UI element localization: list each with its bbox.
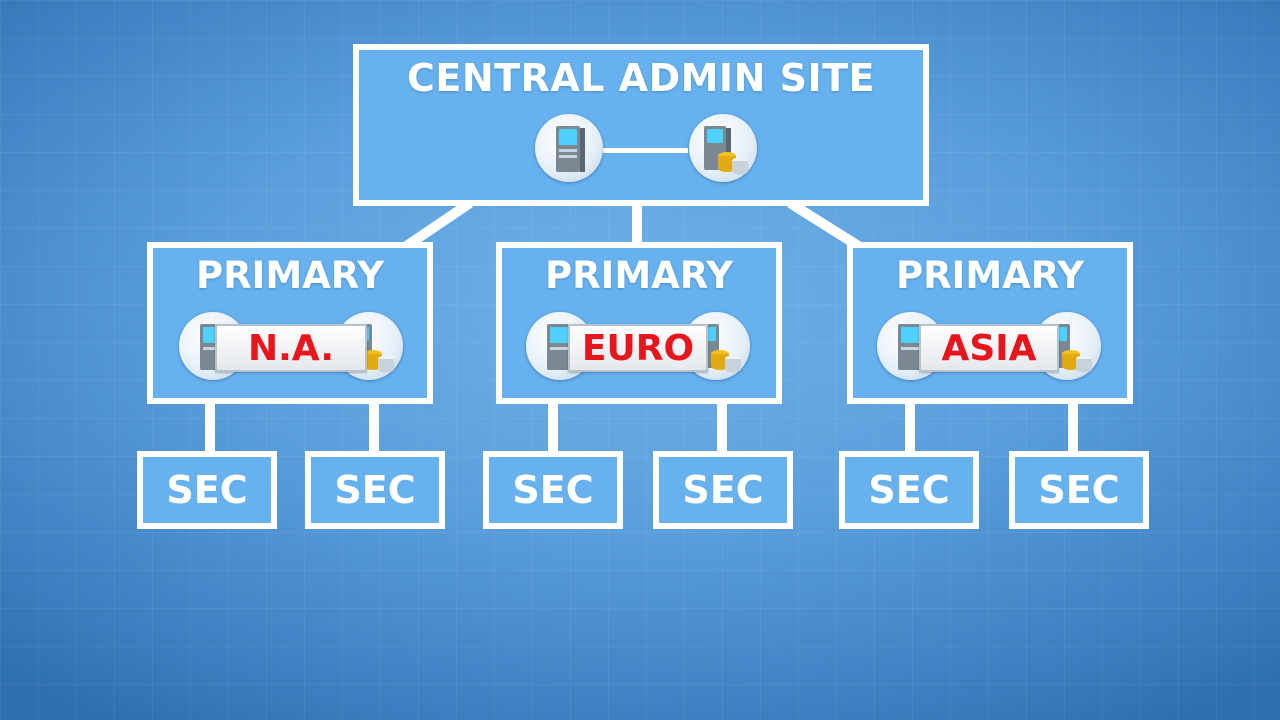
sec-label: SEC: [1038, 468, 1120, 512]
primary-asia-title: PRIMARY: [895, 254, 1085, 297]
primary-asia-box: PRIMARY ASIA: [847, 242, 1133, 404]
region-label-euro: EURO: [568, 324, 708, 372]
database-server-icon: [689, 114, 757, 182]
sec-box-euro-2: SEC: [653, 451, 793, 529]
sec-label: SEC: [868, 468, 950, 512]
central-admin-site-box: CENTRAL ADMIN SITE: [353, 44, 929, 206]
region-label-asia: ASIA: [919, 324, 1059, 372]
connector-central-na: [402, 198, 473, 252]
primary-euro-title: PRIMARY: [544, 254, 734, 297]
connector-central-asia: [787, 198, 863, 252]
primary-euro-box: PRIMARY EURO: [496, 242, 782, 404]
sec-box-na-1: SEC: [137, 451, 277, 529]
sec-box-na-2: SEC: [305, 451, 445, 529]
sec-box-euro-1: SEC: [483, 451, 623, 529]
server-link-line: [603, 148, 688, 153]
sec-label: SEC: [166, 468, 248, 512]
server-icon: [535, 114, 603, 182]
sec-label: SEC: [512, 468, 594, 512]
sec-label: SEC: [682, 468, 764, 512]
sec-box-asia-2: SEC: [1009, 451, 1149, 529]
sec-label: SEC: [334, 468, 416, 512]
primary-na-box: PRIMARY N.A.: [147, 242, 433, 404]
sec-box-asia-1: SEC: [839, 451, 979, 529]
region-label-na: N.A.: [215, 324, 367, 372]
central-admin-site-title: CENTRAL ADMIN SITE: [406, 56, 875, 100]
primary-na-title: PRIMARY: [195, 254, 385, 297]
